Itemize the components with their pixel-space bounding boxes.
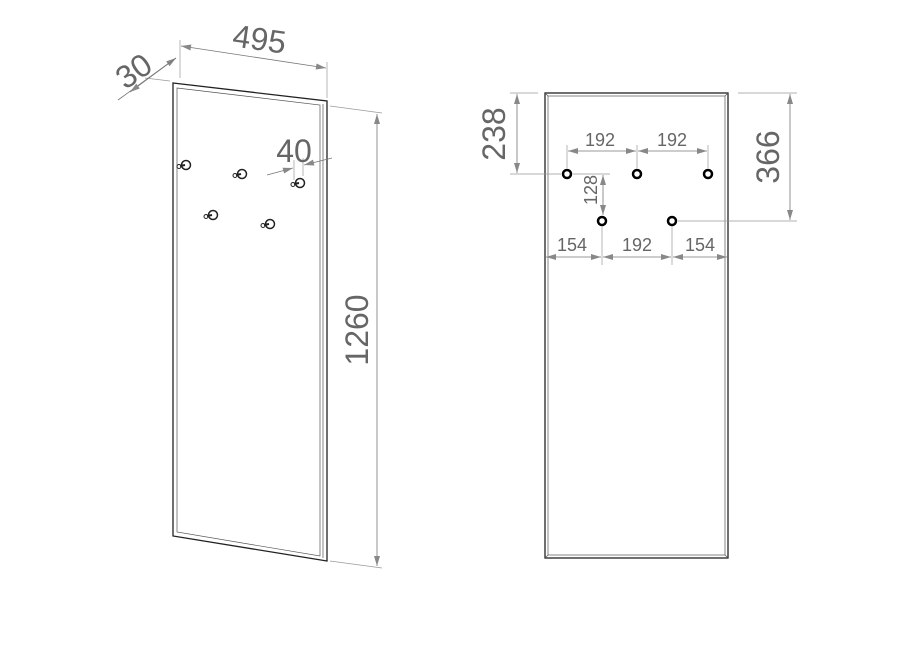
hooks [176,159,306,230]
depth-label: 30 [109,46,159,96]
hole [631,168,643,180]
panel-front-face [176,87,321,557]
row1-spacing-label: 192 [585,130,615,150]
hook [176,159,192,171]
dimension-top-to-row2: 366 [678,92,797,222]
panel-inner-outline [547,95,726,556]
dimension-width: 495 [179,18,328,98]
hook [203,209,219,221]
dimension-hook-offset: 40 [266,133,333,180]
panel-outline [544,92,729,559]
dimension-depth: 30 [109,46,177,101]
hole [561,168,573,180]
dimension-row1-spacing: 192 192 [566,130,709,168]
row2-spacing-label: 154 [557,235,587,255]
dimension-row2-spacing: 154 192 154 [546,226,727,265]
row2-spacing-label: 154 [685,235,715,255]
row1-spacing-label: 192 [657,130,687,150]
mounting-holes [561,168,714,227]
hole [596,215,608,227]
hook [232,168,248,180]
dimension-top-to-row1: 238 [476,92,561,175]
top-to-row2-label: 366 [750,130,786,183]
row2-spacing-label: 192 [622,235,652,255]
right-front-view: 238 366 192 192 128 [476,92,797,559]
dimension-row-gap: 128 [573,173,610,215]
width-label: 495 [231,18,289,61]
hole [702,168,714,180]
hook-offset-label: 40 [276,133,312,169]
left-perspective-view: 495 30 1260 40 [109,18,383,569]
hole [666,215,678,227]
row-gap-label: 128 [581,175,601,205]
hook [290,177,306,189]
panel-outline [172,82,328,562]
top-to-row1-label: 238 [476,107,512,160]
hook [260,218,276,230]
dimension-height: 1260 [329,105,383,569]
height-label: 1260 [339,294,375,365]
